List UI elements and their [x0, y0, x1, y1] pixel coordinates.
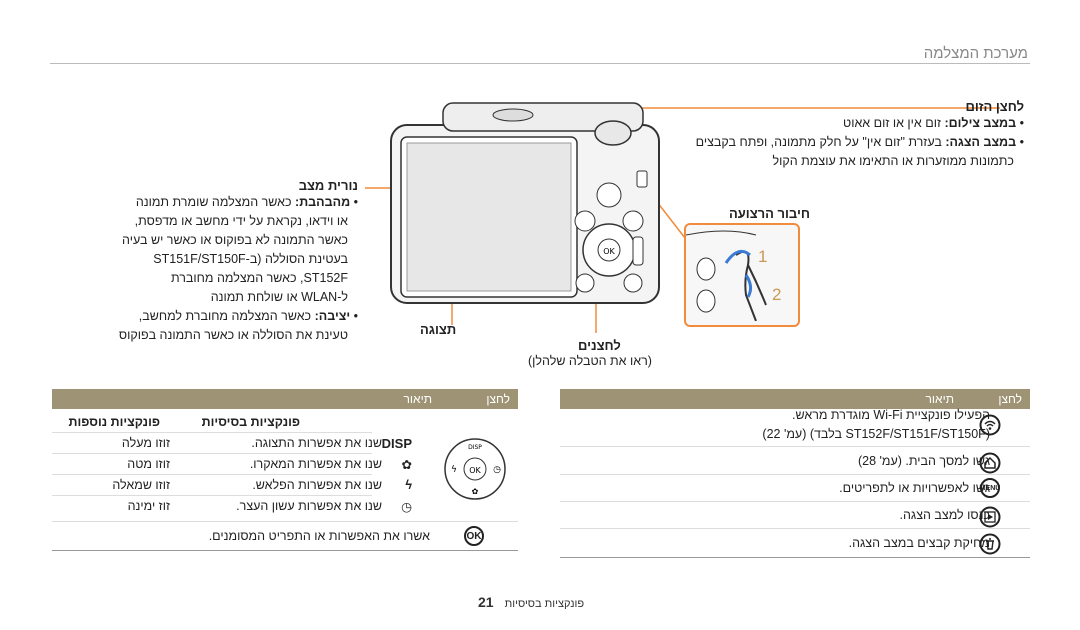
svg-text:OK: OK: [603, 247, 615, 256]
left-row-extra: זוזו מטה: [127, 457, 170, 471]
status-item: או וידאו, נקראת על ידי מחשב או מדפסת,: [134, 214, 348, 228]
left-row-extra: זוזו מעלה: [121, 436, 170, 450]
zoom-item: • במצב צילום: זום אין או זום אאוט: [843, 116, 1024, 130]
ok-icon: OK: [464, 526, 484, 546]
footer-section: פונקציות בסיסיות: [504, 598, 585, 610]
left-row-basic: שנו את אפשרות הפלאש.: [252, 478, 382, 492]
right-row-line: גשו למסך הבית. (עמ' 28): [857, 454, 990, 468]
home-icon: [979, 452, 1001, 479]
col-desc-header: תיאור: [403, 392, 432, 406]
status-item: כאשר התמונה לא בפוקוס או כאשר יש בעיה: [122, 233, 348, 247]
col-button-header: לחצן: [486, 392, 510, 406]
disp-icon: DISP: [381, 436, 412, 451]
page-section-title: מערכת המצלמה: [923, 45, 1028, 62]
play-icon: [979, 506, 1001, 533]
status-item: בעטינת הסוללה (ב-ST151F/ST150F: [153, 252, 348, 266]
strap-step-2: 2: [772, 285, 782, 304]
left-row-extra: זוזו שמאלה: [112, 478, 170, 492]
trash-icon: [979, 533, 1001, 560]
page-footer: 21 פונקציות בסיסיות: [478, 594, 584, 610]
right-row-line: גשו לאפשרויות או לתפריטים.: [839, 481, 990, 495]
right-row-line: מחיקת קבצים במצב הצגה.: [848, 536, 990, 550]
zoom-item: • במצב הצגה: בעזרת "זום אין" על חלק מתמו…: [695, 135, 1024, 149]
left-row-basic: שנו את אפשרות התצוגה.: [251, 436, 382, 450]
buttons-note: (ראו את הטבלה שלהלן): [528, 354, 652, 368]
timer-icon: ◷: [401, 500, 412, 514]
status-item: • מהבהבת: כאשר המצלמה שומרת תמונה: [135, 195, 358, 209]
dpad-icon: OK DISP ✿ ϟ ◷: [442, 436, 508, 502]
menu-icon: MENU: [980, 478, 1000, 498]
left-row-extra: זוז ימינה: [127, 499, 170, 513]
left-row-basic: שנו את אפשרות עשון העצר.: [236, 499, 382, 513]
strap-inset: 1 2: [684, 223, 800, 327]
wifi-icon: [979, 414, 1001, 441]
display-label: תצוגה: [420, 322, 457, 337]
col-desc-header: תיאור: [925, 392, 954, 406]
strap-step-1: 1: [758, 247, 768, 266]
status-item: טעינת את הסוללה או כאשר התמונה בפוקוס: [118, 328, 348, 342]
left-row-basic: שנו את אפשרות המאקרו.: [249, 457, 382, 471]
left-table-header: לחצן תיאור: [52, 389, 518, 409]
right-row-line: (ST152F/ST151F/ST150F בלבד) (עמ' 22): [762, 427, 990, 441]
sub-basic-header: פונקציות בסיסיות: [201, 415, 300, 429]
svg-text:✿: ✿: [472, 487, 479, 496]
page-number: 21: [478, 594, 494, 610]
flash-icon: ϟ: [405, 478, 412, 492]
right-table-header: לחצן תיאור: [560, 389, 1030, 409]
right-row-line: כנסו למצב הצגה.: [899, 508, 990, 522]
camera-illustration: OK: [383, 97, 668, 307]
right-row-line: הפעילו פונקציית Wi-Fi מוגדרת מראש.: [792, 408, 990, 422]
ok-row-text: אשרו את האפשרות או התפריט המסומנים.: [208, 529, 430, 543]
zoom-item: כתמונות ממוזערות או התאימו את עוצמת הקול: [772, 154, 1014, 168]
status-item: ST152F, כאשר המצלמה מחוברת: [170, 271, 348, 285]
svg-text:◷: ◷: [493, 465, 501, 475]
svg-text:DISP: DISP: [468, 444, 482, 451]
svg-text:ϟ: ϟ: [451, 465, 457, 475]
status-item: ל-WLAN או שולחת תמונה: [210, 290, 348, 304]
header-divider: [50, 63, 1030, 64]
svg-text:OK: OK: [469, 466, 481, 475]
status-callout: נורית מצב • מהבהבת: כאשר המצלמה שומרת תמ…: [98, 178, 358, 345]
sub-extra-header: פונקציות נוספות: [68, 415, 161, 429]
zoom-title: לחצן הזום: [965, 99, 1024, 114]
strap-title: חיבור הרצועה: [728, 206, 810, 221]
zoom-callout: לחצן הזום • במצב צילום: זום אין או זום א…: [684, 99, 1024, 171]
status-item: • יציבה: כאשר המצלמה מחוברת למחשב,: [138, 309, 358, 323]
buttons-label: לחצנים: [578, 338, 621, 353]
macro-icon: ✿: [401, 458, 412, 472]
col-button-header: לחצן: [998, 392, 1022, 406]
status-title: נורית מצב: [298, 178, 358, 193]
